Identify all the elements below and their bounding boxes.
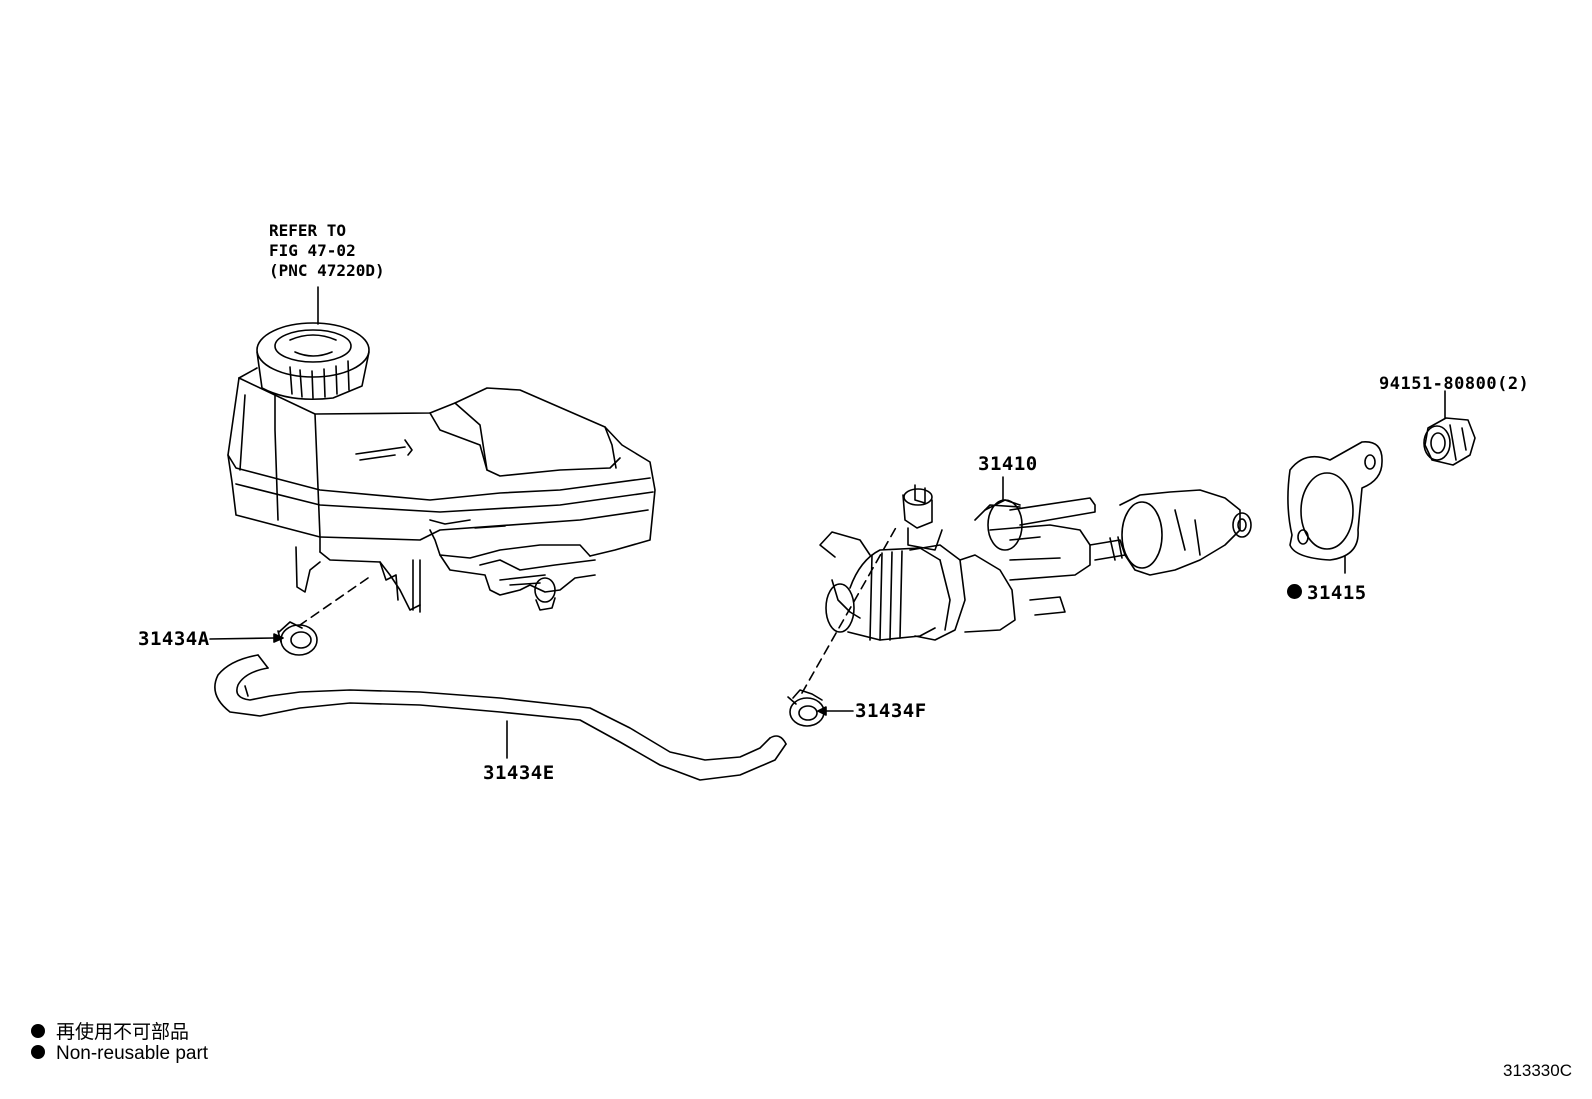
reservoir-tank-illustration — [227, 286, 656, 613]
part-label-31415: 31415 — [1287, 582, 1367, 604]
part-label-94151-80800: 94151-80800(2) — [1379, 374, 1530, 394]
reference-note-line2: FIG 47-02 — [269, 241, 356, 260]
clamp-31434f-illustration — [787, 689, 854, 727]
master-cylinder-31410-illustration — [819, 476, 1252, 641]
legend-line-english: Non-reusable part — [31, 1043, 208, 1065]
hose-31434e-illustration — [214, 654, 787, 781]
part-label-31434a: 31434A — [138, 628, 210, 650]
nut-94151-illustration — [1423, 390, 1476, 466]
legend-line-japanese: 再使用不可部品 — [31, 1017, 189, 1044]
legend-dot-icon — [31, 1044, 45, 1059]
reference-note: REFER TO FIG 47-02 (PNC 47220D) — [269, 221, 385, 281]
part-label-31415-text: 31415 — [1307, 582, 1367, 604]
part-label-31410: 31410 — [978, 453, 1038, 475]
legend-text-english: Non-reusable part — [56, 1043, 209, 1064]
reference-note-line1: REFER TO — [269, 221, 347, 240]
reference-note-line3: (PNC 47220D) — [269, 261, 385, 280]
legend-text-japanese: 再使用不可部品 — [56, 1022, 190, 1043]
part-label-31434f: 31434F — [855, 700, 927, 722]
clamp-31434a-illustration — [209, 621, 318, 656]
part-label-31434e: 31434E — [483, 762, 555, 784]
non-reusable-dot-icon — [1287, 584, 1302, 599]
legend-dot-icon — [31, 1023, 45, 1038]
gasket-31415-illustration — [1287, 441, 1383, 574]
figure-id: 313330C — [1502, 1061, 1572, 1080]
